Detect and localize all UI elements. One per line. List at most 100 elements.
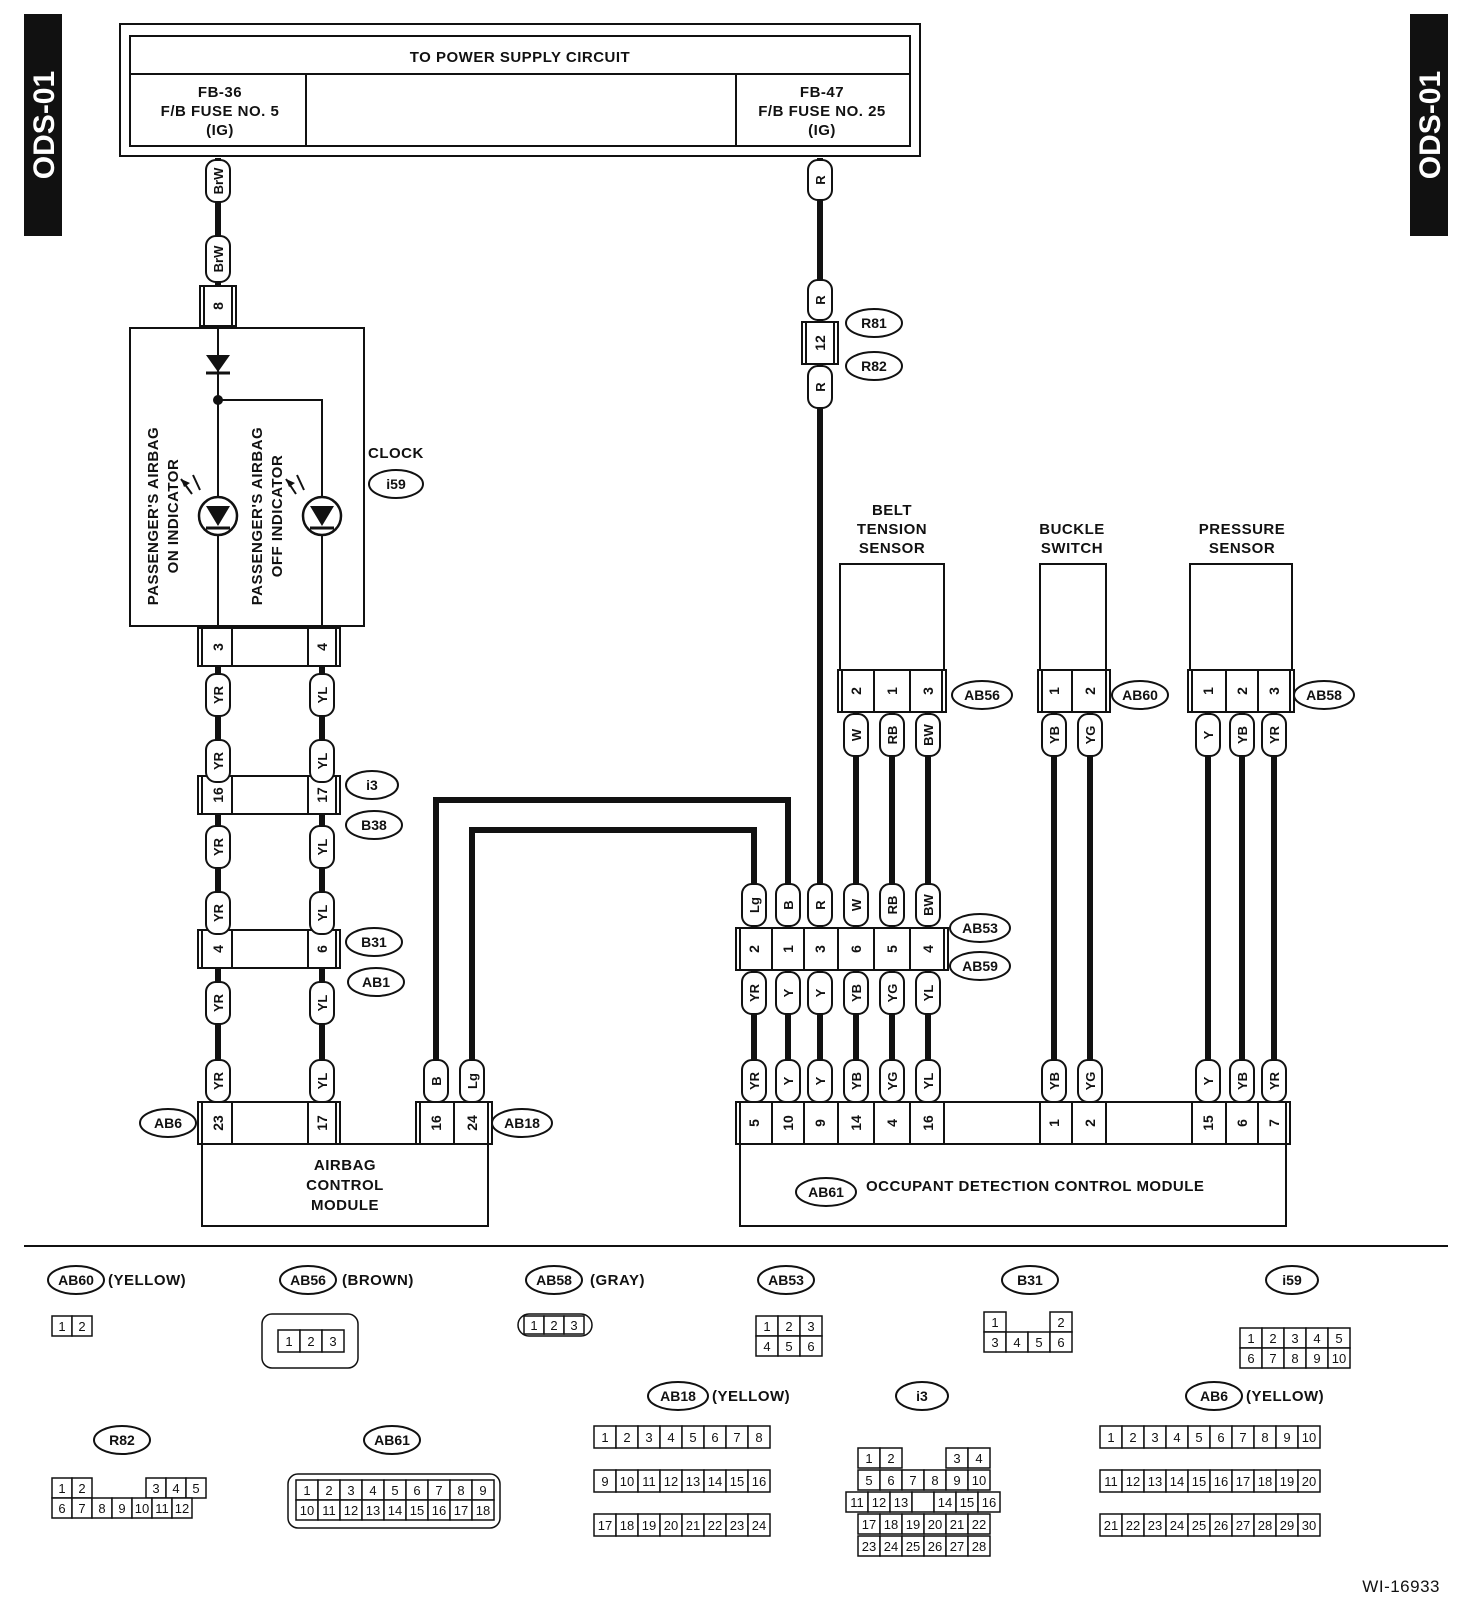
ab53-pin-6: 6 [848,945,864,953]
wire-lg-ab18: Lg [465,1073,480,1089]
face-ab18b-pin-9: 9 [601,1474,608,1489]
face-ab60-pin-2: 2 [78,1319,85,1334]
face-ab18c-pin-24: 24 [752,1518,766,1533]
wire-yb-ab61: YB [849,1072,864,1090]
view-b31-name: B31 [1017,1272,1043,1288]
face-i59-pin-3: 3 [1291,1331,1298,1346]
face-ab56-pin-3: 3 [329,1334,336,1349]
view-ab6-color: (YELLOW) [1246,1388,1324,1405]
ab61-pin-5: 5 [746,1119,762,1127]
clock-pin-3: 3 [210,643,226,651]
tag-b31: B31 [361,934,387,950]
wire-b-ab53: B [781,900,796,909]
occupant-module-label: OCCUPANT DETECTION CONTROL MODULE [866,1178,1204,1195]
face-ab58-pin-2: 2 [550,1318,557,1333]
face-i59b-pin-6: 6 [1247,1351,1254,1366]
face-i3e-pin-20: 20 [928,1517,942,1532]
face-ab6c-pin-30: 30 [1302,1518,1316,1533]
face-ab61-pin-3: 3 [347,1483,354,1498]
wire-y1-ab59: Y [781,988,796,997]
face-ab6c-pin-27: 27 [1236,1518,1250,1533]
face-ab61b-pin-11: 11 [322,1503,336,1518]
power-title: TO POWER SUPPLY CIRCUIT [410,49,630,66]
wire-yr-1: YR [211,685,226,704]
tag-ab18: AB18 [504,1115,540,1131]
tag-r82: R82 [861,358,887,374]
tag-ab53: AB53 [962,920,998,936]
wire-lg-ab53: Lg [747,897,762,913]
airbag-module-line1: AIRBAG [314,1157,376,1174]
belt-label-3: SENSOR [859,540,925,557]
face-ab6b-pin-17: 17 [1236,1474,1250,1489]
r81-r82-pin: 12 [812,335,828,351]
wire-r-3: R [813,382,828,392]
face-r82b-pin-6: 6 [58,1501,65,1516]
tag-ab56: AB56 [964,687,1000,703]
tab-left-text: ODS-01 [28,71,61,179]
face-ab18c-pin-20: 20 [664,1518,678,1533]
face-ab53-pin-1: 1 [763,1319,770,1334]
face-i3f-pin-28: 28 [972,1539,986,1554]
face-ab6c-pin-25: 25 [1192,1518,1206,1533]
b31-pin-6: 6 [314,945,330,953]
view-ab60-name: AB60 [58,1272,94,1288]
view-ab60-color: (YELLOW) [108,1272,186,1289]
view-r82-name: R82 [109,1432,135,1448]
face-r82-pin-1: 1 [58,1481,65,1496]
face-i3b-pin-4: 4 [975,1451,982,1466]
face-ab6-pin-9: 9 [1283,1430,1290,1445]
tag-ab59: AB59 [962,958,998,974]
off-indicator-line2: OFF INDICATOR [269,455,286,578]
face-ab61b-pin-16: 16 [432,1503,446,1518]
wire-rb-top: RB [885,726,900,745]
fuse-left-line1: FB-36 [198,84,242,101]
face-ab18-pin-6: 6 [711,1430,718,1445]
ab6-pin-17: 17 [314,1115,330,1131]
wire-yg-ab59: YG [885,984,900,1003]
ab61-pin-4: 4 [884,1119,900,1127]
ab60-pin-1: 1 [1046,687,1062,695]
face-ab6b-pin-19: 19 [1280,1474,1294,1489]
face-ab56-pin-2: 2 [307,1334,314,1349]
buckle-switch: BUCKLE SWITCH 1 2 [1037,521,1111,713]
occupant-conn-ab61: AB61 [808,1184,844,1200]
connector-views: AB60 (YELLOW) AB56 (BROWN) AB58 (GRAY) A… [47,1265,1351,1557]
face-i3f-pin-27: 27 [950,1539,964,1554]
wire-yg-ab61: YG [885,1072,900,1091]
tag-ab6: AB6 [154,1115,182,1131]
ab18-pin-24: 24 [464,1115,480,1131]
clock-connector-i59: i59 [386,476,406,492]
wire-yr-press-bot: YR [1267,1071,1282,1090]
wire-yr-6: YR [211,1071,226,1090]
face-ab6c-pin-26: 26 [1214,1518,1228,1533]
face-ab61-pin-4: 4 [369,1483,376,1498]
face-b31-pin-2: 2 [1057,1315,1064,1330]
face-ab61-pin-6: 6 [413,1483,420,1498]
clock-pin-8: 8 [210,302,226,310]
wire-yb-buckle-top: YB [1047,726,1062,744]
wire-r-2: R [813,295,828,305]
ab18-pin-16: 16 [428,1115,444,1131]
wire-yb-press-top: YB [1235,726,1250,744]
b31-pin-4: 4 [210,945,226,953]
ab56-pin-1: 1 [884,687,900,695]
airbag-module-line2: CONTROL [306,1177,384,1194]
i3-pin-16: 16 [210,787,226,803]
face-i3f-pin-26: 26 [928,1539,942,1554]
face-ab18-pin-1: 1 [601,1430,608,1445]
face-i59-pin-5: 5 [1335,1331,1342,1346]
face-ab18-pin-3: 3 [645,1430,652,1445]
face-ab60-pin-1: 1 [58,1319,65,1334]
fuse-right-line3: (IG) [808,122,836,139]
face-ab6-pin-3: 3 [1151,1430,1158,1445]
face-i3c-pin-7: 7 [909,1473,916,1488]
tag-i3: i3 [366,777,378,793]
face-r82-pin-2: 2 [78,1481,85,1496]
face-b31-pin-3: 3 [991,1335,998,1350]
wire-yl-ab59: YL [921,985,936,1002]
pressure-label-2: SENSOR [1209,540,1275,557]
face-ab6-pin-4: 4 [1173,1430,1180,1445]
belt-label-2: TENSION [857,521,927,538]
face-ab58-pin-1: 1 [530,1318,537,1333]
